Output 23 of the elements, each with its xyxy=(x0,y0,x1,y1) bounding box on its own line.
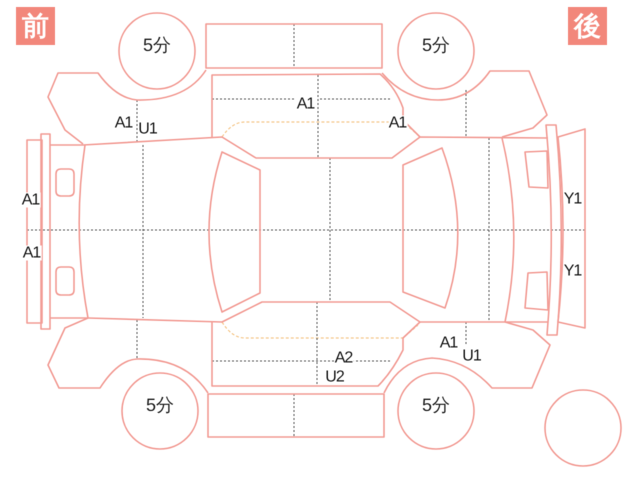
damage-code: U2 xyxy=(325,370,345,384)
tread-reading: 5分 xyxy=(422,395,450,415)
damage-code: A1 xyxy=(440,336,458,350)
direction-tag: 後 xyxy=(568,7,607,45)
damage-code: U1 xyxy=(138,122,158,136)
tire-circle xyxy=(118,12,196,90)
damage-code: A1 xyxy=(22,246,42,260)
damage-code: A1 xyxy=(114,116,134,130)
tread-reading: 5分 xyxy=(422,35,450,55)
damage-code: Y1 xyxy=(564,264,582,278)
damage-code: A1 xyxy=(22,192,40,208)
tire-circle xyxy=(397,12,475,90)
damage-code: U1 xyxy=(462,348,482,364)
damage-code: A1 xyxy=(388,116,408,130)
damage-code: A1 xyxy=(296,96,316,112)
tread-reading: 5分 xyxy=(146,395,174,415)
damage-code: A2 xyxy=(334,350,354,366)
tire-circle xyxy=(121,372,199,450)
tread-reading: 5分 xyxy=(143,35,171,55)
damage-code: Y1 xyxy=(564,192,582,206)
spare-tire-circle xyxy=(544,389,622,467)
direction-tag: 前 xyxy=(16,7,55,45)
tire-circle xyxy=(397,372,475,450)
